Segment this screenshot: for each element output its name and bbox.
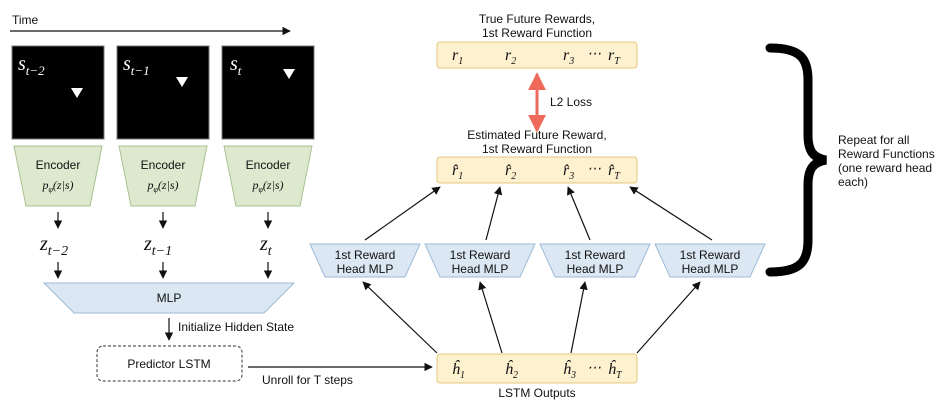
true-reward-T: rT [608, 47, 621, 67]
curly-brace [765, 43, 827, 277]
repeat-note-3: (one reward head [838, 161, 932, 175]
time-label: Time [12, 13, 39, 27]
encoder-formula: pφ(z|s) [41, 178, 73, 194]
lstm-outputs-box: ĥ1 ĥ2 ĥ3 ⋯ ĥT [436, 353, 638, 384]
reward-head-line2: Head MLP [452, 262, 509, 276]
lstm-output-ellipsis: ⋯ [587, 361, 601, 376]
estimated-reward-2: r̂2 [505, 162, 516, 182]
encoder-formula: pφ(z|s) [251, 178, 283, 194]
arrow [567, 186, 591, 241]
l2-loss-label: L2 Loss [550, 95, 592, 109]
marker-icon [283, 69, 295, 79]
lstm-output-3: ĥ3 [563, 359, 576, 381]
repeat-note-1: Repeat for all [838, 133, 909, 147]
frame-2: st−1 [116, 45, 210, 140]
repeat-note-4: each) [838, 175, 868, 189]
lstm-output-T: ĥT [608, 359, 623, 381]
reward-head-line1: 1st Reward [565, 248, 626, 262]
arrow [478, 281, 503, 354]
frame-state-label: st−1 [123, 53, 150, 78]
estimated-reward-ellipsis: ⋯ [587, 162, 601, 177]
latent-z-2: zt−1 [143, 233, 172, 259]
reward-head-line1: 1st Reward [335, 248, 396, 262]
encoder-title: Encoder [36, 158, 81, 172]
frame-state-label: st [230, 53, 242, 78]
encoder-1: Encoder pφ(z|s) [13, 145, 103, 207]
mlp-block: MLP [42, 282, 296, 314]
true-reward-ellipsis: ⋯ [587, 47, 601, 62]
estimated-reward-T: r̂T [608, 162, 621, 182]
lstm-output-1: ĥ1 [452, 359, 465, 381]
reward-head-4: 1st Reward Head MLP [654, 243, 766, 278]
predictor-lstm: Predictor LSTM [96, 345, 243, 382]
repeat-note-2: Reward Functions [838, 147, 935, 161]
estimated-reward-1: r̂1 [452, 162, 463, 182]
reward-head-line1: 1st Reward [680, 248, 741, 262]
reward-head-line2: Head MLP [567, 262, 624, 276]
init-hidden-label: Initialize Hidden State [178, 320, 294, 334]
estimated-title-1: Estimated Future Reward, [467, 128, 606, 142]
arrow [629, 186, 713, 241]
unroll-label: Unroll for T steps [262, 373, 353, 387]
reward-head-line2: Head MLP [682, 262, 739, 276]
encoder-3: Encoder pφ(z|s) [223, 145, 313, 207]
encoder-2: Encoder pφ(z|s) [118, 145, 208, 207]
true-reward-1: r1 [452, 47, 463, 67]
lstm-outputs-label: LSTM Outputs [498, 386, 575, 400]
lstm-output-2: ĥ2 [505, 359, 518, 381]
estimated-reward-3: r̂3 [563, 162, 574, 182]
reward-head-line1: 1st Reward [450, 248, 511, 262]
arrow [636, 281, 701, 354]
arrow [485, 186, 503, 241]
reward-head-line2: Head MLP [337, 262, 394, 276]
arrow [570, 281, 588, 354]
true-reward-2: r2 [505, 47, 516, 67]
true-title-1: True Future Rewards, [479, 12, 595, 26]
reward-head-3: 1st Reward Head MLP [539, 243, 651, 278]
encoder-formula: pφ(z|s) [146, 178, 178, 194]
predictor-label: Predictor LSTM [127, 357, 210, 371]
estimated-title-2: 1st Reward Function [482, 142, 592, 156]
reward-head-1: 1st Reward Head MLP [309, 243, 421, 278]
latent-z-3: zt [259, 233, 273, 259]
arrow [364, 186, 441, 241]
latent-z-1: zt−2 [39, 233, 68, 259]
frame-state-label: st−2 [18, 53, 45, 78]
mlp-label: MLP [157, 291, 182, 305]
marker-icon [176, 77, 188, 87]
arrow [362, 281, 438, 354]
marker-icon [71, 88, 83, 98]
estimated-rewards-box: r̂1 r̂2 r̂3 ⋯ r̂T [436, 156, 638, 184]
encoder-title: Encoder [246, 158, 291, 172]
reward-head-2: 1st Reward Head MLP [424, 243, 536, 278]
true-reward-3: r3 [563, 47, 574, 67]
true-rewards-box: r1 r2 r3 ⋯ rT [436, 41, 638, 69]
frame-1: st−2 [11, 45, 105, 140]
encoder-title: Encoder [141, 158, 186, 172]
frame-3: st [221, 45, 315, 140]
true-title-2: 1st Reward Function [482, 26, 592, 40]
